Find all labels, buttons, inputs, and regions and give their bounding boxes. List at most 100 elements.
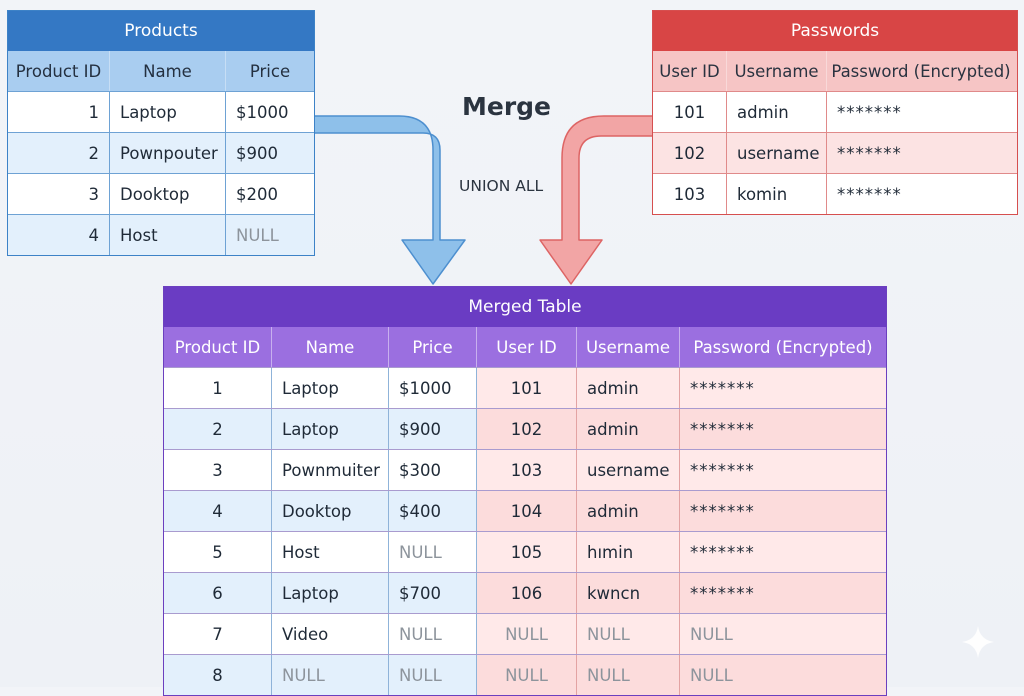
table-row: 3 Dooktop $200	[8, 173, 314, 214]
passwords-to-merged-arrow	[539, 115, 654, 285]
cell-name: Dooktop	[110, 174, 226, 214]
cell-name: Video	[272, 614, 389, 654]
cell-product-id: 3	[8, 174, 110, 214]
cell-username: admin	[577, 409, 680, 449]
cell-password: *******	[837, 102, 902, 122]
cell-name: Laptop	[272, 573, 389, 613]
cell-name: Pownpouter	[110, 133, 226, 173]
column-header-user-id: User ID	[653, 51, 727, 91]
cell-user-id: 101	[477, 368, 577, 408]
cell-user-id: 101	[653, 92, 727, 132]
cell-password: *******	[680, 409, 886, 449]
cell-username: username	[727, 133, 827, 173]
cell-user-id: 106	[477, 573, 577, 613]
cell-price: $1000	[236, 102, 289, 122]
passwords-table: Passwords User ID Username Password (Enc…	[652, 10, 1018, 215]
cell-price: $700	[389, 573, 477, 613]
cell-product-id: 2	[8, 133, 110, 173]
cell-name: Laptop	[110, 92, 226, 132]
products-to-merged-arrow	[311, 115, 466, 285]
cell-product-id: 4	[164, 491, 272, 531]
cell-password: *******	[680, 573, 886, 613]
table-row: 103 komin *******	[653, 173, 1017, 214]
merged-table-title: Merged Table	[164, 287, 886, 327]
cell-user-id: 103	[477, 450, 577, 490]
cell-product-id: 6	[164, 573, 272, 613]
sparkle-icon	[962, 626, 994, 658]
cell-username: komin	[727, 174, 827, 214]
cell-price: $1000	[389, 368, 477, 408]
cell-product-id: 3	[164, 450, 272, 490]
cell-name: Laptop	[272, 409, 389, 449]
cell-username: admin	[727, 92, 827, 132]
cell-price: NULL	[389, 614, 477, 654]
cell-password: *******	[680, 450, 886, 490]
cell-password: *******	[837, 184, 902, 204]
cell-price: NULL	[389, 532, 477, 572]
cell-price: $200	[236, 184, 278, 204]
cell-product-id: 1	[164, 368, 272, 408]
cell-password: *******	[680, 532, 886, 572]
column-header-product-id: Product ID	[164, 327, 272, 367]
column-header-password: Password (Encrypted)	[831, 61, 1011, 81]
table-row: 101 admin *******	[653, 91, 1017, 132]
cell-user-id: 102	[653, 133, 727, 173]
cell-password: *******	[680, 491, 886, 531]
cell-user-id: NULL	[477, 655, 577, 695]
cell-name: NULL	[272, 655, 389, 695]
column-header-name: Name	[272, 327, 389, 367]
cell-password: *******	[680, 368, 886, 408]
cell-product-id: 1	[8, 92, 110, 132]
cell-username: NULL	[577, 655, 680, 695]
cell-username: NULL	[577, 614, 680, 654]
merge-label: Merge	[462, 92, 552, 121]
column-header-price: Price	[389, 327, 477, 367]
cell-product-id: 4	[8, 215, 110, 255]
column-header-name: Name	[110, 51, 226, 91]
products-table: Products Product ID Name Price 1 Laptop …	[7, 10, 315, 256]
cell-price: $400	[389, 491, 477, 531]
column-header-username: Username	[577, 327, 680, 367]
cell-password: *******	[837, 143, 902, 163]
cell-price: NULL	[236, 225, 279, 245]
cell-user-id: 104	[477, 491, 577, 531]
cell-username: kwncn	[577, 573, 680, 613]
cell-product-id: 7	[164, 614, 272, 654]
cell-name: Host	[110, 215, 226, 255]
cell-user-id: 103	[653, 174, 727, 214]
cell-price: $900	[389, 409, 477, 449]
cell-user-id: 105	[477, 532, 577, 572]
cell-price: NULL	[389, 655, 477, 695]
table-row: 1 Laptop $1000	[8, 91, 314, 132]
union-all-label: UNION ALL	[459, 177, 544, 195]
cell-user-id: NULL	[477, 614, 577, 654]
passwords-table-title: Passwords	[653, 11, 1017, 51]
cell-name: Pownmuiter	[272, 450, 389, 490]
cell-name: Laptop	[272, 368, 389, 408]
table-row: 4 Host NULL	[8, 214, 314, 255]
column-header-product-id: Product ID	[8, 51, 110, 91]
products-table-title: Products	[8, 11, 314, 51]
cell-username: hımin	[577, 532, 680, 572]
cell-product-id: 8	[164, 655, 272, 695]
cell-name: Host	[272, 532, 389, 572]
cell-username: admin	[577, 368, 680, 408]
column-header-price: Price	[249, 61, 291, 81]
merged-header-row: Product ID Name Price User ID Username P…	[164, 327, 886, 367]
column-header-password: Password (Encrypted)	[693, 337, 873, 357]
cell-username: username	[577, 450, 680, 490]
cell-user-id: 102	[477, 409, 577, 449]
cell-password: NULL	[680, 655, 886, 695]
merged-table: Merged Table Product ID Name Price User …	[163, 286, 887, 696]
cell-password: NULL	[680, 614, 886, 654]
cell-price: $900	[236, 143, 278, 163]
